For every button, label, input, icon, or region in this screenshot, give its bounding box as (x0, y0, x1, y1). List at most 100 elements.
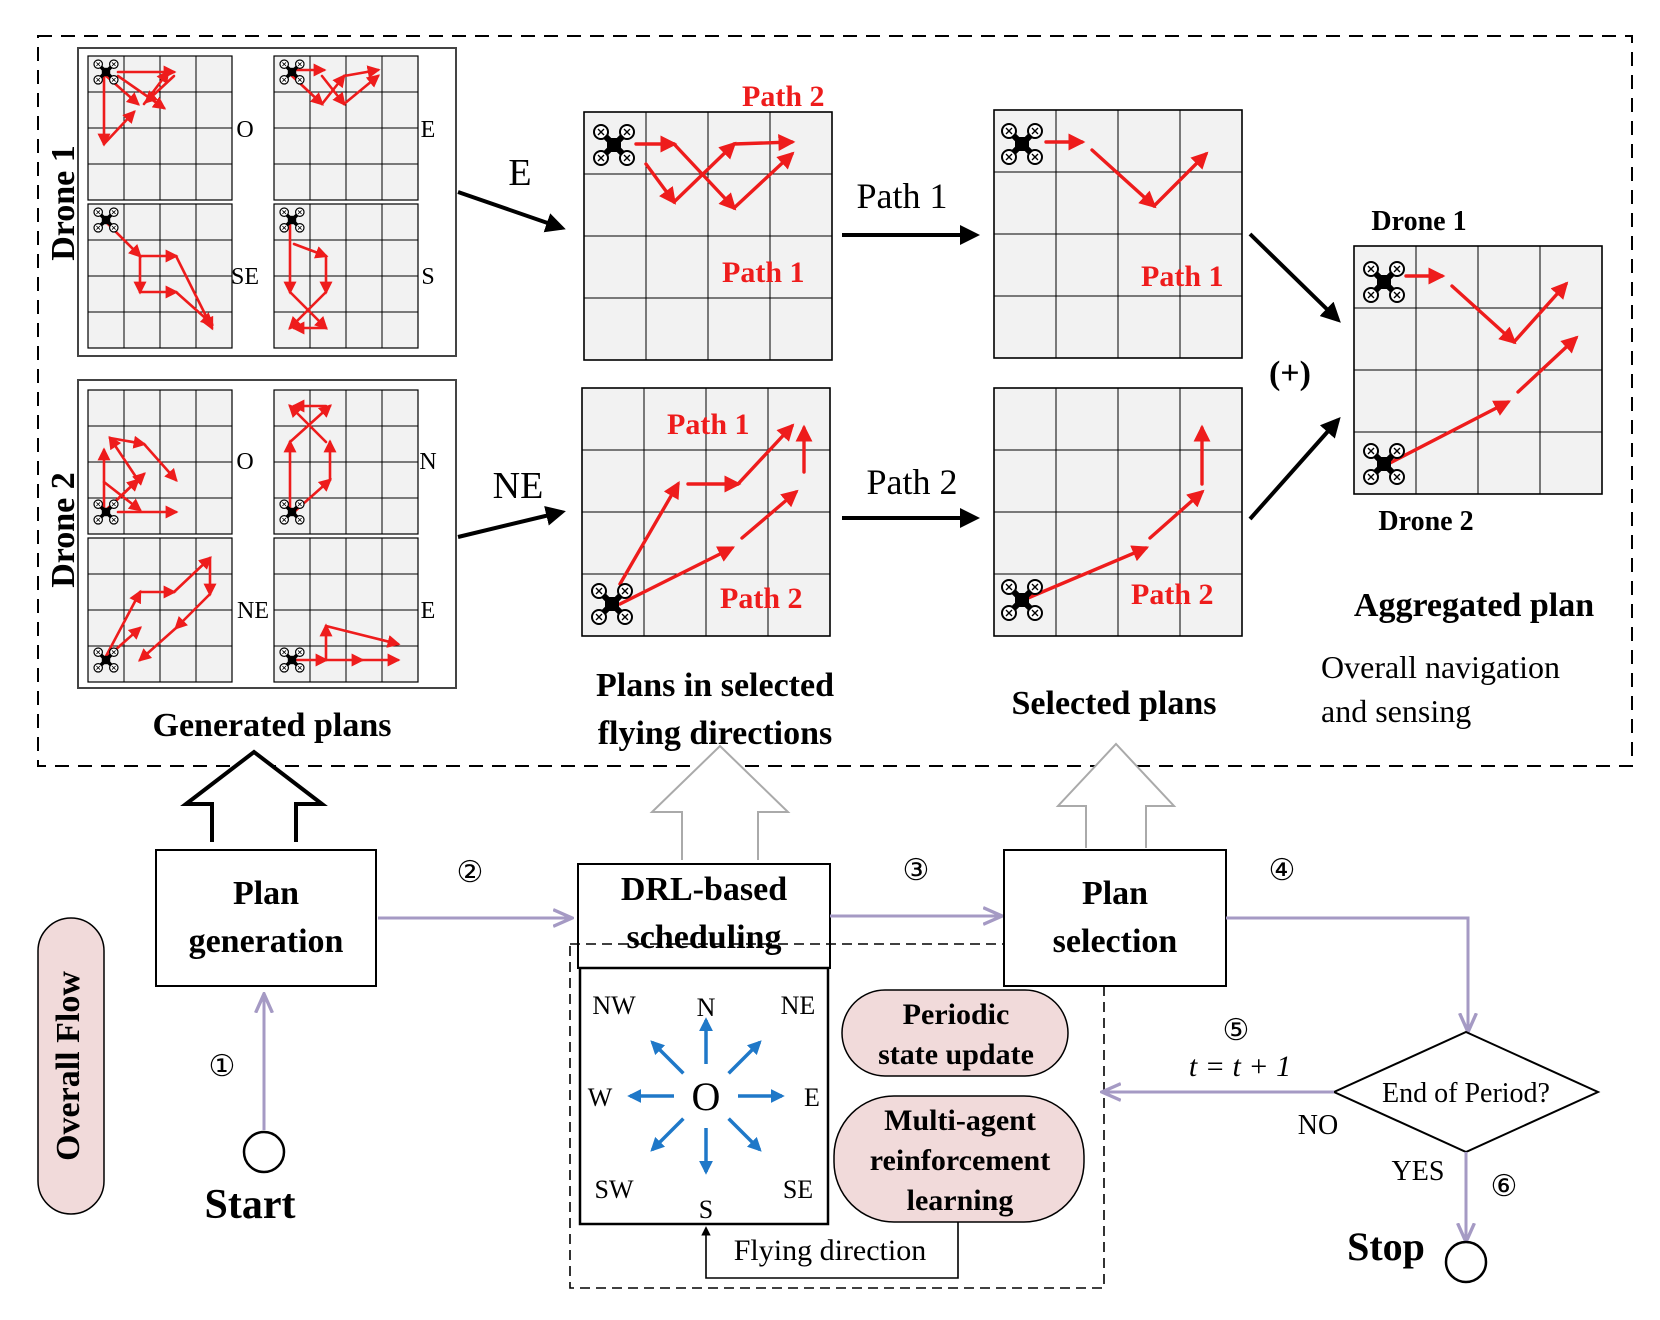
plan-generation-box (155, 849, 377, 987)
path-arrow (1090, 148, 1157, 209)
plans-selected-dirs-caption-1: Plans in selected (596, 667, 834, 704)
grid3-path1-label: Path 1 (667, 408, 750, 441)
path-arrow (142, 69, 170, 106)
path-arrow (740, 489, 799, 540)
path-arrow (1512, 281, 1569, 344)
grid-selected-dir-drone1 (583, 111, 833, 361)
compass-label-w: W (588, 1083, 613, 1112)
arrow-label-ne: NE (493, 465, 544, 507)
path-arrow (1516, 335, 1579, 394)
compass-label-sw: SW (595, 1175, 634, 1204)
overall-flow-label: Overall Flow (50, 971, 87, 1161)
drl-label-2: scheduling (627, 919, 782, 956)
path-arrow (102, 480, 143, 512)
generated-plan-grids (87, 55, 419, 683)
marl-pill (833, 1095, 1085, 1223)
path-arrow (288, 404, 332, 444)
path-arrow (142, 442, 178, 482)
grid1-path1-label: Path 1 (722, 256, 805, 289)
up-arrow-selection (1055, 742, 1177, 848)
periodic-update-pill (841, 989, 1069, 1077)
grid-selected-plan-drone2 (993, 387, 1243, 637)
aggregated-desc-1: Overall navigation (1321, 649, 1560, 685)
path-arrow (618, 481, 680, 586)
path-arrow (732, 133, 796, 151)
path-arrow (138, 626, 178, 662)
step2-label: ② (457, 856, 484, 889)
path-arrow (644, 162, 677, 205)
grid4-path2-label: Path 2 (1131, 578, 1214, 611)
decision-label: End of Period? (1382, 1078, 1550, 1109)
flying-direction-label: Flying direction (734, 1234, 926, 1267)
path-arrow (736, 423, 795, 486)
periodic-label-2: state update (878, 1038, 1034, 1071)
direction-label: E (421, 598, 436, 624)
d2-plan-e (273, 537, 419, 683)
compass-arrow-ne (727, 1040, 762, 1075)
path-arrow (1026, 545, 1150, 600)
generated-plans-caption: Generated plans (153, 707, 392, 744)
plus-label: (+) (1269, 355, 1311, 392)
step3-label: ③ (903, 854, 930, 887)
compass-label-n: N (697, 993, 716, 1022)
grid-selected-plan-drone1 (993, 109, 1243, 359)
overall-flow-pill (37, 917, 105, 1215)
up-arrow-scheduling (649, 744, 791, 860)
direction-label: E (421, 117, 436, 143)
path-arrow (172, 556, 212, 594)
d1-plan-se (87, 203, 233, 349)
direction-label: O (236, 117, 253, 143)
drone1-aggregate-label: Drone 1 (1371, 206, 1466, 237)
compass-label-s: S (699, 1195, 713, 1224)
drone2-label: Drone 2 (45, 472, 82, 588)
path-arrow (324, 624, 401, 648)
direction-label: S (421, 264, 434, 290)
marl-label-2: reinforcement (870, 1144, 1050, 1177)
d2-plan-ne (87, 537, 233, 683)
grid3-path2-label: Path 2 (720, 582, 803, 615)
d1-plan-e (273, 55, 419, 201)
path-arrow (320, 74, 346, 107)
stop-node (1444, 1240, 1488, 1284)
path-arrow (618, 546, 736, 606)
time-update-label: t = t + 1 (1189, 1050, 1291, 1083)
path-arrow (174, 290, 214, 326)
grid-aggregated (1353, 245, 1603, 495)
path-arrow (292, 242, 329, 259)
compass-label-se: SE (783, 1175, 813, 1204)
plan-selection-label-1: Plan (1082, 875, 1148, 912)
grid-selected-dir-drone2 (581, 387, 831, 637)
direction-label: O (236, 449, 253, 475)
plan-grids (581, 109, 1603, 637)
compass-arrow-sw (650, 1117, 685, 1152)
compass-box (578, 966, 830, 1226)
path-arrow (1386, 400, 1512, 466)
arrow-drone2-to-direction (457, 506, 566, 539)
direction-label: N (419, 449, 436, 475)
path-arrow (672, 142, 737, 211)
start-label: Start (205, 1182, 296, 1228)
d2-plan-n (273, 389, 419, 535)
selected-plans-caption: Selected plans (1012, 685, 1217, 722)
aggregated-desc-2: and sensing (1321, 693, 1471, 729)
compass-arrow-nw (650, 1040, 685, 1075)
d1-plan-s (273, 203, 419, 349)
marl-label-1: Multi-agent (884, 1104, 1036, 1137)
flying-direction-feedback (701, 1222, 959, 1279)
grid2-path1-label: Path 1 (1141, 260, 1224, 293)
arrow-label-e: E (508, 152, 531, 194)
arrow-path2-label: Path 2 (866, 462, 957, 502)
start-node (242, 1130, 286, 1174)
path-arrow (1450, 284, 1517, 345)
grid1-path2-label: Path 2 (742, 80, 825, 113)
arrow-path1-label: Path 1 (856, 176, 947, 216)
compass-label-e: E (804, 1083, 820, 1112)
direction-label: SE (231, 264, 259, 290)
arrow-selected2-to-aggregate (1248, 417, 1341, 521)
path-arrow (102, 110, 136, 146)
d1-plan-o (87, 55, 233, 201)
plan-generation-label-2: generation (189, 923, 344, 960)
